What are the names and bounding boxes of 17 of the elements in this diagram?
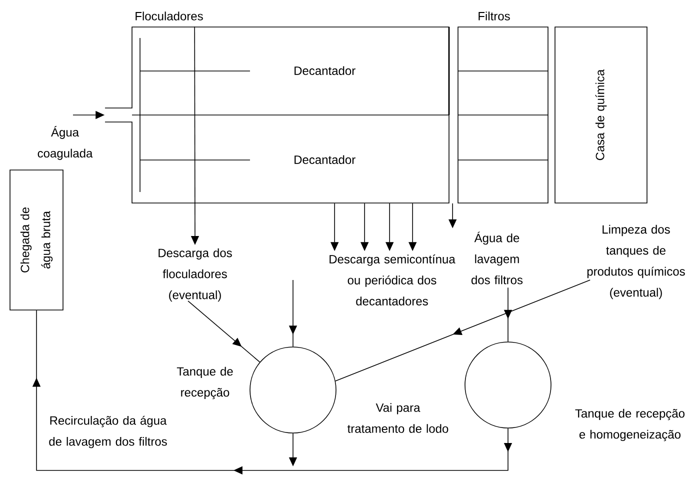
flow-label: Descarga dos floculadores (eventual)	[158, 248, 232, 302]
filter-box: Filtros	[458, 12, 548, 204]
building-box: Casa de química	[554, 26, 648, 204]
note-label: Vai para tratamento de lodo	[348, 403, 448, 433]
tank-label: Tanque de recepção e homogeneização	[575, 408, 684, 442]
arrow	[335, 280, 590, 382]
edge-label: Água coagulada	[38, 126, 93, 160]
flow-label: Descarga semicontínua ou periódica dos decantadores	[330, 254, 456, 306]
inlet-box: Chegada de água bruta	[10, 170, 64, 310]
tank-label: Tanque de recepção	[176, 366, 233, 400]
flow-label: Água de lavagem dos filtros	[472, 232, 523, 284]
compartment-label: Decantador	[294, 66, 356, 75]
note-label: Recirculação da água de lavagem dos filtros	[49, 416, 167, 448]
compartment-label: Decantador	[294, 155, 356, 164]
node-label: Filtros	[478, 12, 510, 20]
flow-label: Limpeza dos tanques de produtos químicos (eventual)	[587, 224, 685, 300]
arrow	[188, 300, 260, 362]
